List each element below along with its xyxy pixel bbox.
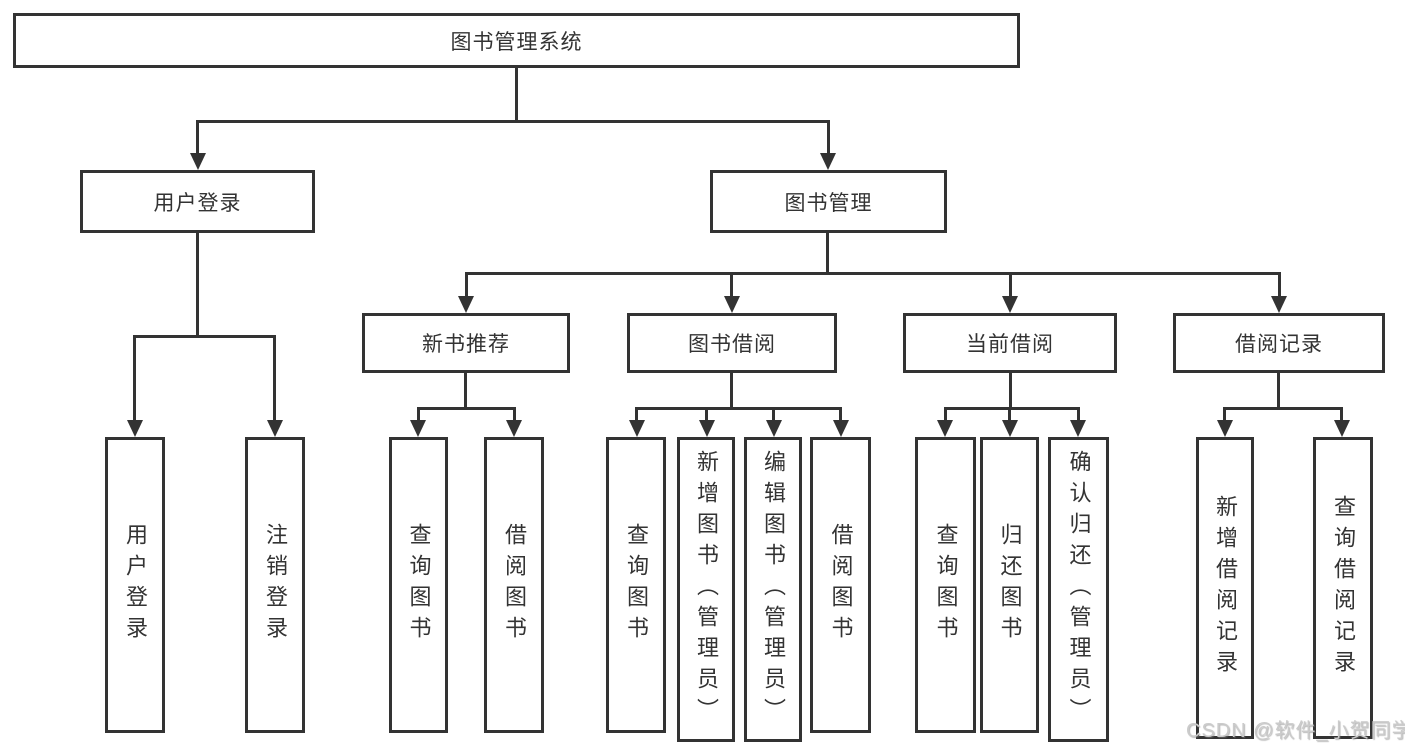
node-borrowing-records: 借阅记录 [1173,313,1385,373]
node-label: 用户登录 [153,191,242,215]
connector-line [730,373,733,409]
connector-line [196,233,199,335]
connector-line [635,407,638,423]
leaf-label: 查询图书 [406,523,432,647]
arrow-down-icon [1070,420,1086,437]
leaf-edit-books-admin: 编辑图书（管理员） [744,437,802,742]
arrow-down-icon [1334,420,1350,437]
leaf-query-books-current: 查询图书 [915,437,976,733]
arrow-down-icon [937,420,953,437]
connector-line [1008,407,1011,423]
connector-line [417,407,420,423]
node-user-login: 用户登录 [80,170,315,233]
arrow-down-icon [699,420,715,437]
connector-line [1009,373,1012,409]
leaf-label: 新增借阅记录 [1213,495,1238,681]
leaf-label: 查询借阅记录 [1331,495,1356,681]
connector-line [513,407,516,423]
node-current-borrowing: 当前借阅 [903,313,1117,373]
arrow-down-icon [833,420,849,437]
connector-line [133,335,136,421]
leaf-borrow-books-recommend: 借阅图书 [484,437,544,733]
connector-line [1278,272,1281,298]
connector-line [1223,407,1343,410]
connector-line [1277,373,1280,409]
arrow-down-icon [190,153,206,170]
connector-line [705,407,708,423]
leaf-confirm-return-admin: 确认归还（管理员） [1048,437,1109,742]
leaf-user-login: 用户登录 [105,437,165,733]
connector-line [944,407,1080,410]
connector-line [133,335,276,338]
connector-line [465,272,468,298]
leaf-label: 编辑图书（管理员） [761,450,786,729]
connector-line [464,373,467,409]
connector-line [772,407,775,423]
arrow-down-icon [1271,296,1287,313]
node-book-borrowing: 图书借阅 [627,313,837,373]
connector-line [417,407,516,410]
arrow-down-icon [766,420,782,437]
arrow-down-icon [267,420,283,437]
leaf-logout: 注销登录 [245,437,305,733]
connector-line [1077,407,1080,423]
connector-line [839,407,842,423]
node-label: 新书推荐 [422,333,510,356]
node-label: 当前借阅 [966,333,1054,356]
connector-line [1009,272,1012,298]
node-library-management-system: 图书管理系统 [13,13,1020,68]
connector-line [273,335,276,421]
connector-line [515,68,518,120]
connector-line [196,120,199,155]
arrow-down-icon [127,420,143,437]
connector-line [635,407,842,410]
node-label: 图书借阅 [688,333,776,356]
leaf-query-borrow-record: 查询借阅记录 [1313,437,1373,739]
leaf-label: 借阅图书 [828,523,854,647]
arrow-down-icon [629,420,645,437]
leaf-add-borrow-record: 新增借阅记录 [1196,437,1254,739]
arrow-down-icon [1002,296,1018,313]
arrow-down-icon [1217,420,1233,437]
arrow-down-icon [1002,420,1018,437]
node-label: 图书管理系统 [450,30,583,54]
watermark: CSDN @软件_小贺同学 [1186,720,1405,742]
arrow-down-icon [410,420,426,437]
leaf-label: 注销登录 [263,523,288,647]
connector-line [1340,407,1343,423]
leaf-label: 查询图书 [933,523,959,647]
connector-line [827,120,830,155]
leaf-label: 新增图书（管理员） [694,450,719,729]
leaf-query-books-recommend: 查询图书 [389,437,448,733]
arrow-down-icon [458,296,474,313]
arrow-down-icon [820,153,836,170]
connector-line [465,272,1281,275]
connector-line [1223,407,1226,423]
connector-line [826,233,829,274]
node-book-management: 图书管理 [710,170,947,233]
leaf-query-books-borrowing: 查询图书 [606,437,666,733]
connector-line [196,120,830,123]
leaf-label: 用户登录 [123,523,148,647]
leaf-add-books-admin: 新增图书（管理员） [677,437,735,742]
node-label: 图书管理 [784,191,873,215]
leaf-return-books: 归还图书 [980,437,1039,733]
leaf-borrow-books-borrowing: 借阅图书 [810,437,871,733]
leaf-label: 查询图书 [624,523,649,647]
leaf-label: 归还图书 [997,523,1023,647]
connector-line [944,407,947,423]
leaf-label: 借阅图书 [502,523,527,647]
arrow-down-icon [506,420,522,437]
connector-line [730,272,733,298]
node-new-book-recommend: 新书推荐 [362,313,570,373]
node-label: 借阅记录 [1235,333,1323,356]
leaf-label: 确认归还（管理员） [1066,450,1092,729]
arrow-down-icon [724,296,740,313]
